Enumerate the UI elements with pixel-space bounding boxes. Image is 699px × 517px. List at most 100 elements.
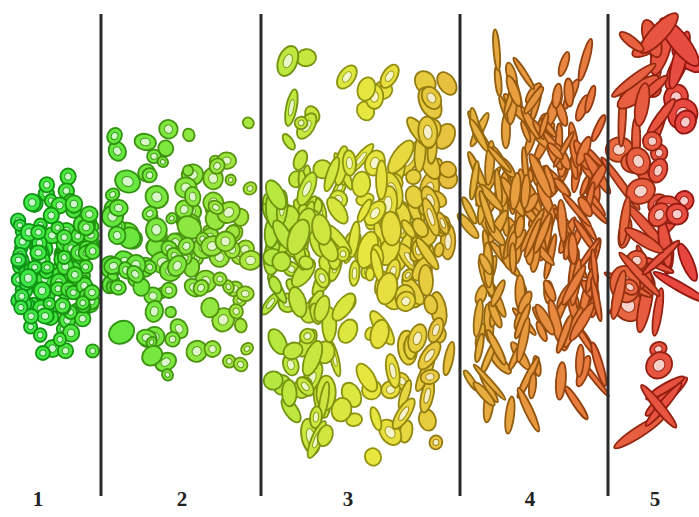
gland-lumen <box>228 177 233 182</box>
cell-blob <box>85 243 100 259</box>
gland-lumen <box>152 225 161 236</box>
cell-blob <box>112 167 144 197</box>
cell-blob <box>182 164 194 176</box>
grade-number: 5 <box>650 487 661 512</box>
cell-blob <box>206 155 227 176</box>
gland-lumen <box>341 70 354 84</box>
cell-blob <box>508 172 522 209</box>
gland-lumen <box>303 331 312 340</box>
gland-lumen <box>211 203 220 211</box>
cell-blob <box>58 251 71 264</box>
cell-blob <box>376 160 387 199</box>
grade-number: 3 <box>343 487 354 512</box>
cell-blob <box>203 340 222 359</box>
cell-blob <box>632 82 652 127</box>
cell-blob <box>273 43 302 79</box>
cell-blob <box>641 347 678 384</box>
gland-lumen <box>40 350 46 356</box>
cell-blob <box>291 148 310 171</box>
cell-blob <box>261 369 285 393</box>
cell-blob <box>468 161 480 200</box>
cell-blob <box>556 200 567 242</box>
gland-lumen <box>130 269 141 280</box>
cell-blob <box>183 186 202 208</box>
gland-lumen <box>165 287 172 294</box>
cell-blob <box>383 353 402 389</box>
gland-lumen <box>432 439 439 446</box>
cell-blob <box>311 294 332 323</box>
cell-blob <box>34 328 47 342</box>
gland-lumen <box>59 302 66 309</box>
gland-lumen <box>632 183 649 199</box>
cell-blob <box>234 317 248 333</box>
cell-blob <box>206 198 226 217</box>
cell-blob <box>161 282 177 298</box>
gland-lumen <box>425 91 437 104</box>
cell-blob <box>60 169 75 185</box>
gland-lumen <box>652 208 666 222</box>
divider-line <box>459 14 462 496</box>
gland-lumen <box>672 209 682 219</box>
cell-blob <box>467 118 491 153</box>
gland-lumen <box>241 290 249 297</box>
gland-lumen <box>212 161 222 171</box>
cell-blob <box>282 380 297 407</box>
gland-lumen <box>114 283 123 292</box>
cell-blob <box>418 83 446 113</box>
gland-lumen <box>25 274 33 282</box>
gland-lumen <box>57 336 63 342</box>
cell-blob <box>231 355 250 374</box>
cell-blob <box>422 294 439 316</box>
gland-lumen <box>114 204 123 212</box>
cell-blob <box>164 252 190 279</box>
gland-lumen <box>426 208 437 226</box>
cell-blob <box>534 320 549 342</box>
gland-lumen <box>71 271 78 278</box>
gland-lumen <box>439 218 447 229</box>
gland-lumen <box>246 184 254 192</box>
gland-lumen <box>168 215 175 222</box>
cell-blob <box>214 230 237 253</box>
cell-blob <box>267 274 284 295</box>
cell-blob <box>564 78 575 106</box>
cell-blob <box>522 218 543 258</box>
gland-lumen <box>108 261 118 271</box>
gland-lumen <box>243 345 251 352</box>
gland-lumen <box>44 265 50 270</box>
cell-blob <box>283 216 314 257</box>
cell-blob <box>293 110 320 142</box>
gland-lumen <box>631 153 645 168</box>
gland-lumen <box>163 123 175 135</box>
cell-blob <box>473 333 485 363</box>
cell-blob <box>241 180 259 198</box>
cell-blob <box>108 278 128 297</box>
gland-lumen <box>651 357 668 374</box>
gland-lumen <box>80 300 86 306</box>
gland-lumen <box>232 307 240 315</box>
cell-blob <box>157 139 175 158</box>
cell-blob <box>24 194 41 211</box>
cell-blob <box>418 265 433 296</box>
cell-blob <box>262 177 291 212</box>
cell-blob <box>164 331 181 348</box>
gland-lumen <box>38 287 45 295</box>
cell-blob <box>155 154 170 169</box>
gland-lumen <box>63 188 70 195</box>
cell-blob <box>293 374 317 399</box>
cell-blob <box>589 341 609 387</box>
gland-lumen <box>56 202 63 209</box>
cell-blob <box>419 368 440 385</box>
cell-blob <box>31 225 46 239</box>
gland-lumen <box>169 336 177 344</box>
gland-lumen <box>196 283 206 293</box>
cell-blob <box>12 254 26 269</box>
cell-blob <box>271 251 292 273</box>
cell-blob <box>409 216 431 240</box>
cell-blob <box>138 342 166 370</box>
cell-blob <box>567 301 598 343</box>
gland-lumen <box>423 348 437 364</box>
gland-lumen <box>425 373 435 381</box>
gland-lumen <box>236 360 245 369</box>
gland-lumen <box>18 304 24 310</box>
